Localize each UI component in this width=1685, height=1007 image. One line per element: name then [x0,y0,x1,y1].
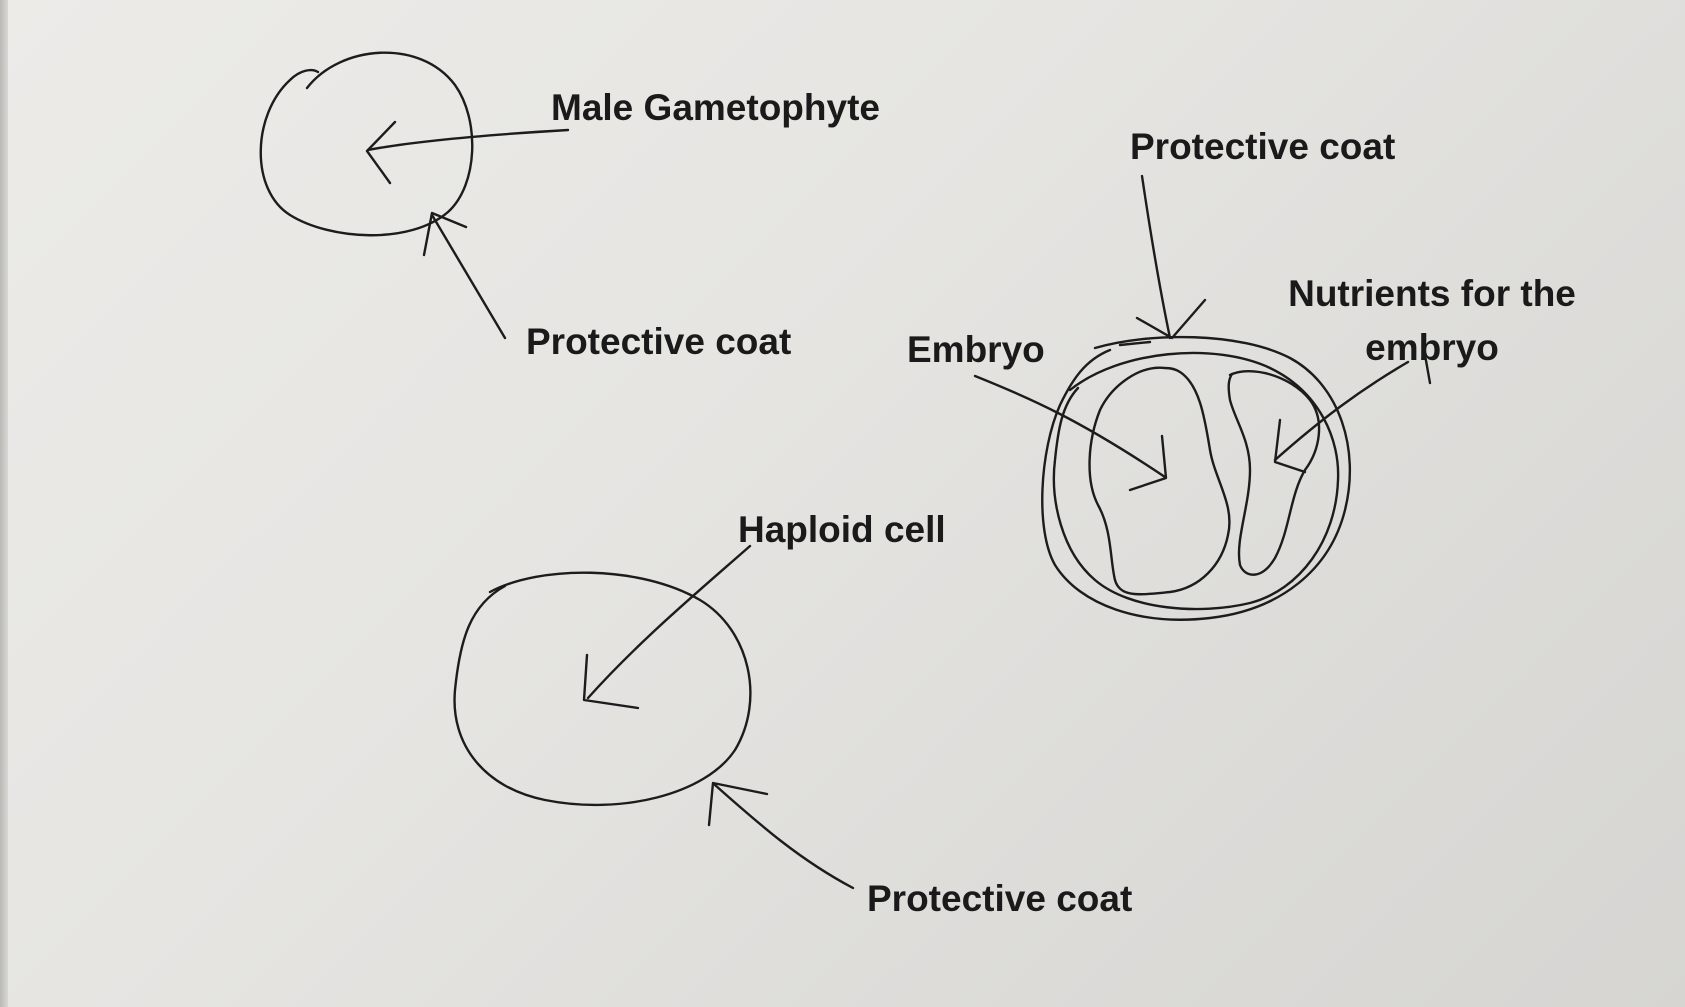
male-gametophyte-coat-label: Protective coat [526,321,792,362]
male-gametophyte-arrow [366,128,570,152]
haploid-cell-label: Haploid cell [738,509,946,550]
embryo-shape [1088,366,1231,596]
spore-circle [453,571,752,807]
male-gametophyte-coat-arrow [430,213,507,340]
paper-edge [0,0,8,1007]
embryo-extra-tick [1118,340,1152,347]
male-gametophyte-circle [259,51,474,237]
spore-cell-arrowhead [582,653,640,710]
embryo-arrow [973,374,1167,479]
seed-coat-label: Protective coat [1130,126,1396,167]
nutrients-arrow [1273,360,1410,462]
seed-coat-arrowhead [1135,298,1207,340]
spore-coat-arrow [713,783,855,890]
nutrients-shape [1227,370,1321,576]
spore-coat-label: Protective coat [867,878,1133,919]
spore-cell-arrow [586,544,752,700]
seed-inner-coat [1052,351,1340,611]
seed-structure [973,174,1432,621]
nutrients-arrowhead [1273,418,1307,474]
seed-coat-arrow [1140,174,1172,340]
male-gametophyte-arrowhead [365,120,397,185]
spore-structure [453,544,855,890]
nutrients-label: Nutrients for the embryo [1288,273,1576,368]
embryo-label: Embryo [907,329,1045,370]
seed-outer-coat [1041,335,1352,621]
embryo-arrowhead [1128,434,1168,492]
male-gametophyte-coat-arrowhead [422,211,468,257]
male-gametophyte-label: Male Gametophyte [551,87,880,128]
spore-coat-arrowhead [707,781,769,827]
male-gametophyte-structure [259,51,570,340]
nutrients-embryo-tick [1423,353,1432,385]
